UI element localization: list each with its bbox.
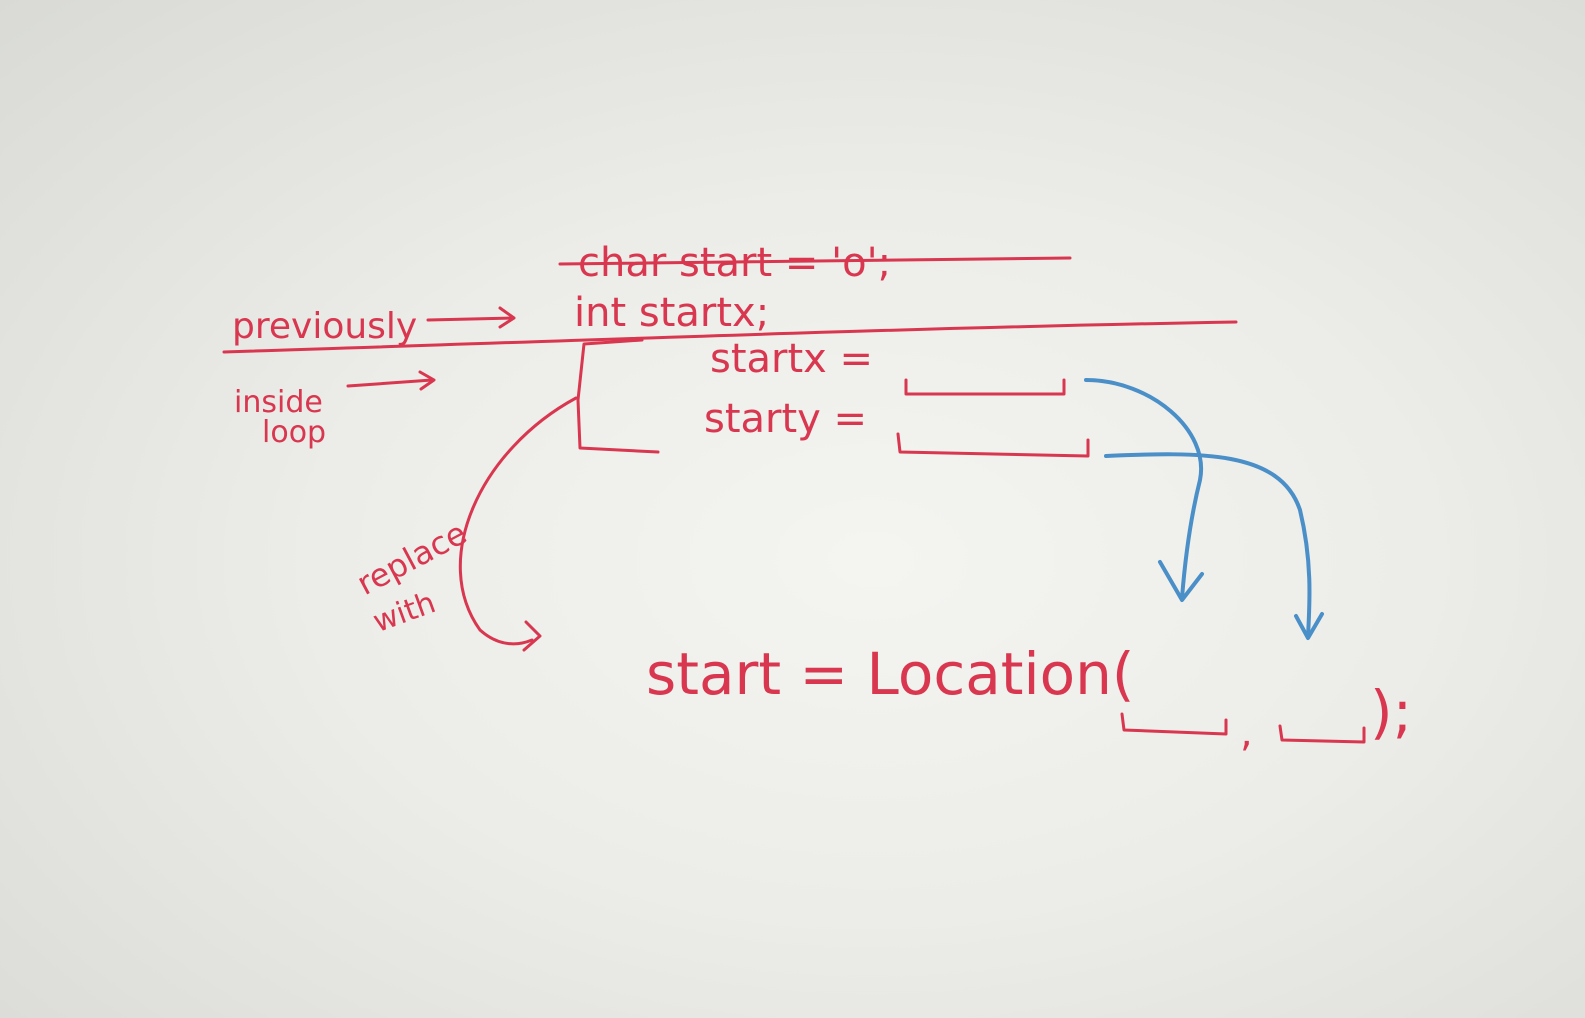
loop-label: loop xyxy=(262,415,326,450)
previously-arrow-shaft xyxy=(426,316,514,322)
declaration-line: int startx; xyxy=(574,290,769,336)
previously-label: previously xyxy=(232,306,417,347)
previously-arrow-head xyxy=(498,306,516,329)
replacement-comma: , xyxy=(1240,710,1253,756)
replace-arrow-head xyxy=(522,620,542,652)
inside-loop-arrow-shaft xyxy=(346,378,434,388)
assign-x-line: startx = xyxy=(710,336,873,382)
blue-arrow-x-curve xyxy=(1084,378,1204,600)
replace-label: replace xyxy=(351,514,473,603)
replacement-end: ); xyxy=(1370,678,1412,746)
replacement-code: start = Location( xyxy=(646,640,1135,708)
divider-line xyxy=(222,320,1238,354)
group-bracket xyxy=(576,338,660,454)
blue-arrow-y-head xyxy=(1294,612,1324,640)
strikethrough-line xyxy=(558,256,1072,266)
blank-location-y xyxy=(1278,724,1366,744)
assign-y-line: starty = xyxy=(704,396,867,442)
blue-arrow-y-curve xyxy=(1104,452,1312,638)
replace-arrow-curve xyxy=(458,396,578,646)
blank-x xyxy=(904,378,1066,396)
blank-y xyxy=(896,432,1090,458)
blue-arrow-x-head xyxy=(1158,560,1204,602)
inside-loop-arrow-head xyxy=(418,370,436,391)
blank-location-x xyxy=(1120,712,1228,736)
inside-label: inside xyxy=(234,385,323,420)
